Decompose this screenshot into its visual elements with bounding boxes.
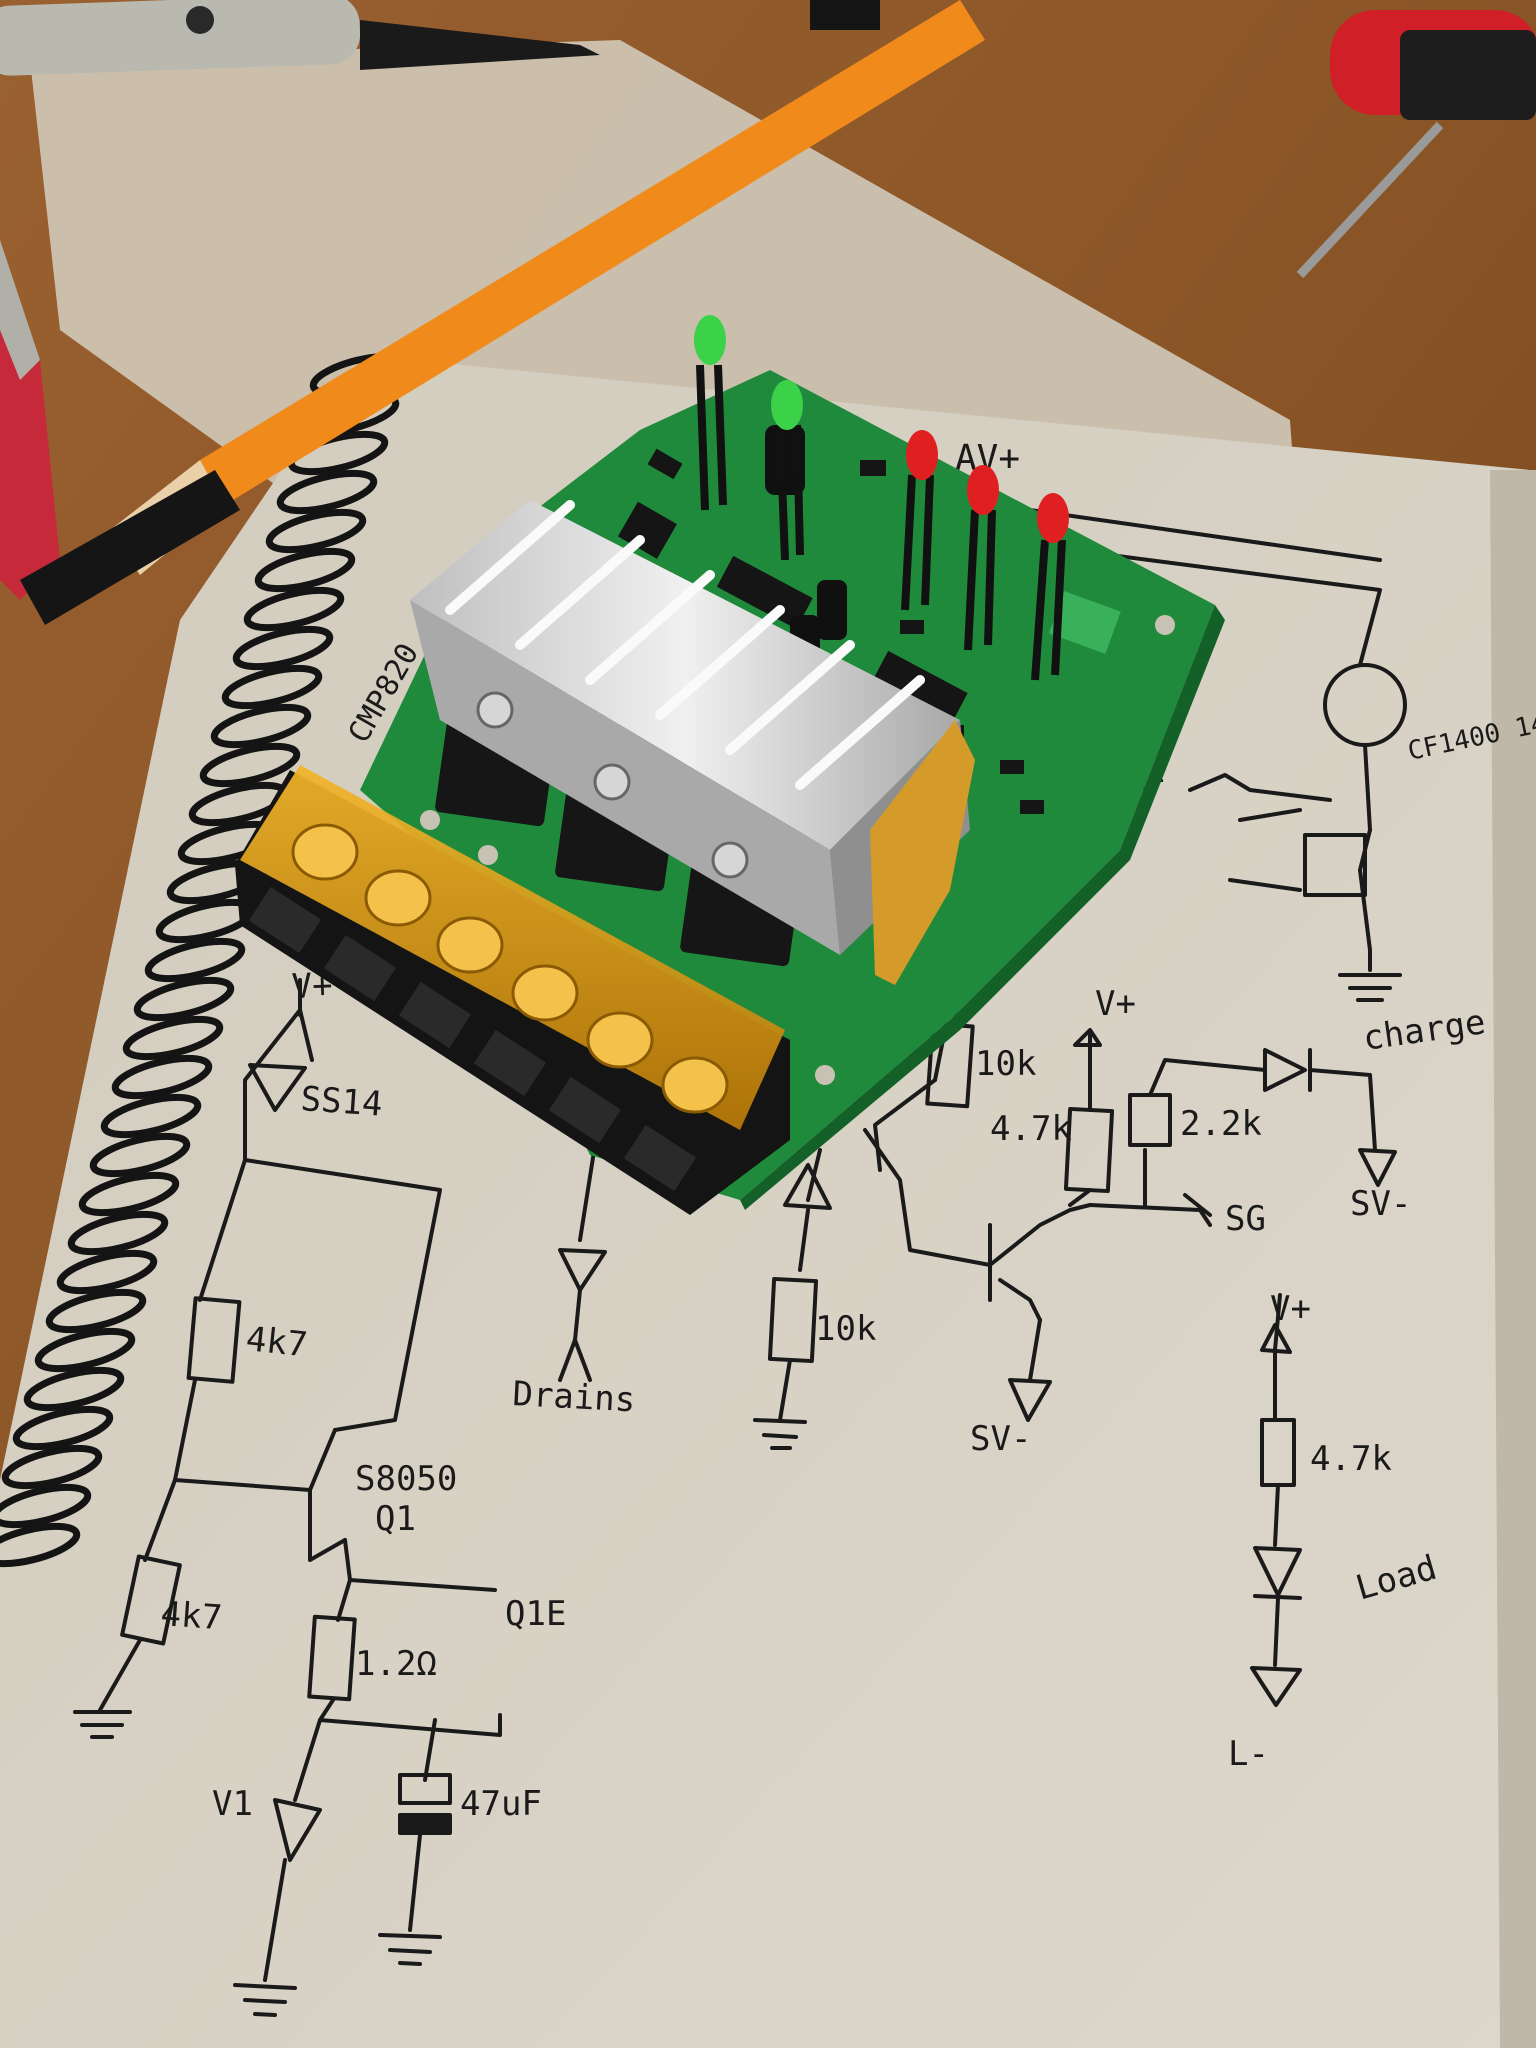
led-red-1 (901, 430, 938, 611)
screw (476, 691, 514, 729)
spiral-coil (78, 1171, 180, 1217)
mounting-hole (815, 1065, 835, 1085)
led-red-2 (964, 465, 999, 651)
spiral-coil (210, 703, 312, 749)
spiral-coil (56, 1249, 158, 1295)
label-2-2k: 2.2k (1180, 1104, 1262, 1144)
spiral-coil (111, 1054, 213, 1100)
label-1-2: 1.2Ω (355, 1644, 437, 1684)
pcb-pad-group (1048, 591, 1121, 654)
label-l-minus-bottom: L- (1228, 1734, 1269, 1774)
spiral-coil (100, 1093, 202, 1139)
mounting-hole (478, 845, 498, 865)
terminal-block (235, 765, 790, 1215)
label-s8050: S8050 (355, 1459, 457, 1499)
label-10k-top: 10k (975, 1044, 1036, 1084)
screwdriver (1296, 10, 1536, 279)
spiral-coil (67, 1210, 169, 1256)
spiral-coil (45, 1288, 147, 1334)
label-ss14: SS14 (299, 1079, 383, 1125)
label-4-7k-right: 4.7k (1310, 1439, 1392, 1479)
spiral-coil (12, 1405, 114, 1451)
spiral-coil (276, 469, 378, 515)
led-indicators (694, 315, 1069, 681)
led-red-3 (1031, 493, 1069, 681)
spiral-coil (221, 664, 323, 710)
label-q1e: Q1E (505, 1594, 566, 1634)
multimeter-probe-left (0, 240, 60, 600)
spiral-coil (199, 742, 301, 788)
electrolytic-cap (817, 580, 847, 640)
spiral-coil (287, 430, 389, 476)
spiral-coil (144, 937, 246, 983)
label-v1: V1 (212, 1784, 253, 1824)
led-green-1 (694, 315, 727, 511)
label-q1: Q1 (375, 1499, 416, 1539)
led-green-2 (771, 380, 804, 561)
spiral-coil (0, 1522, 81, 1568)
spiral-coil (1, 1444, 103, 1490)
spiral-coil (0, 1483, 92, 1529)
spiral-coil (243, 586, 345, 632)
spiral-coil (232, 625, 334, 671)
terminal-screws (291, 823, 729, 1114)
spiral-coil (133, 976, 235, 1022)
spiral-coil (23, 1366, 125, 1412)
spiral-coil (265, 508, 367, 554)
label-v-plus-2: V+ (1095, 984, 1136, 1024)
label-sv-minus-1: SV- (1350, 1184, 1411, 1224)
label-sv-minus-2: SV- (970, 1419, 1031, 1459)
spiral-coil (254, 547, 356, 593)
label-sg: SG (1225, 1199, 1266, 1239)
screw (711, 841, 749, 879)
desk-object-black (810, 0, 880, 30)
mounting-hole (420, 810, 440, 830)
label-v-plus-3: V+ (1270, 1289, 1311, 1329)
screw (593, 763, 631, 801)
spiral-coil (89, 1132, 191, 1178)
label-drains: Drains (512, 1374, 637, 1420)
multimeter-probe-top (0, 0, 600, 76)
label-10k-bottom: 10k (815, 1309, 876, 1349)
spiral-coil (34, 1327, 136, 1373)
amber-insulator (870, 720, 975, 985)
spiral-coil (122, 1015, 224, 1061)
page-edge-shadow (1490, 470, 1536, 2048)
label-4k7-bottom: 4k7 (159, 1594, 223, 1638)
pencil (20, 0, 985, 625)
schematic-labels: V+ SS14 4k7 S8050 Q1 4k7 Q1E 1.2Ω V1 47u… (159, 438, 1536, 1824)
label-4-7k-mid: 4.7k (990, 1109, 1072, 1149)
mounting-hole (1155, 615, 1175, 635)
label-4k7-top: 4k7 (244, 1319, 309, 1365)
label-47uf: 47uF (460, 1784, 542, 1824)
